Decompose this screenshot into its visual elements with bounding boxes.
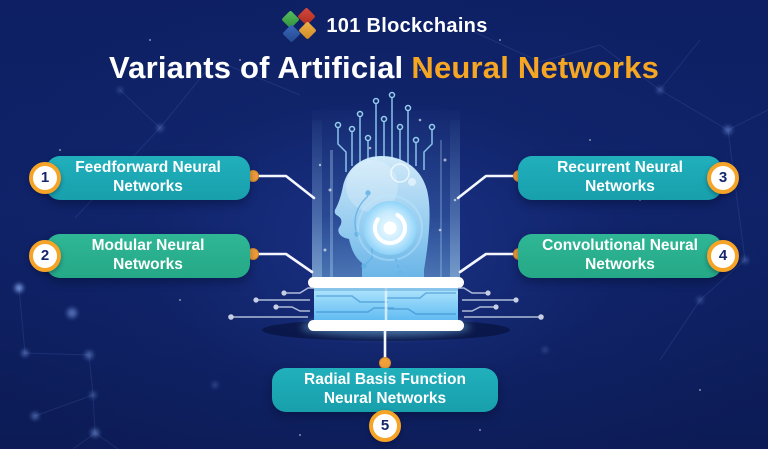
circuit-traces-right xyxy=(458,287,544,320)
circuit-traces-left xyxy=(228,287,314,320)
item-label: Feedforward Neural Networks xyxy=(75,159,221,195)
item-number-badge: 5 xyxy=(369,410,401,442)
cylinder-bottom-rim xyxy=(308,320,464,331)
blockchains-logo-icon xyxy=(280,7,318,44)
cylinder-top-rim xyxy=(308,277,464,288)
item-number-badge: 3 xyxy=(707,162,739,194)
item-number-badge: 1 xyxy=(29,162,61,194)
title-highlight: Neural Networks xyxy=(411,50,660,85)
logo-diamond-blue-icon xyxy=(282,24,302,43)
item-box-convolutional: Convolutional Neural Networks 4 xyxy=(518,234,739,278)
logo-diamond-yellow-icon xyxy=(298,21,318,40)
item-label: Convolutional Neural Networks xyxy=(542,237,698,273)
ear-core xyxy=(357,195,423,261)
ai-head-illustration xyxy=(334,91,436,292)
title-prefix: Variants of Artificial xyxy=(108,50,404,85)
item-box-feedforward: Feedforward Neural Networks 1 xyxy=(29,156,250,200)
item-box-radial-basis: Radial Basis Function Neural Networks 5 xyxy=(272,368,498,442)
constellation-background xyxy=(15,29,768,449)
connector-lines xyxy=(250,174,522,363)
item-label: Radial Basis Function Neural Networks xyxy=(304,371,466,407)
item-number-badge: 2 xyxy=(29,240,61,272)
cylinder-circuits xyxy=(316,292,456,315)
item-label: Modular Neural Networks xyxy=(91,237,205,273)
brand-name: 101 Blockchains xyxy=(326,15,488,37)
item-box-modular: Modular Neural Networks 2 xyxy=(29,234,250,278)
pedestal xyxy=(228,277,544,341)
circuit-lines-above-head xyxy=(334,91,436,172)
item-number-badge: 4 xyxy=(707,240,739,272)
head-circuit-doodles xyxy=(354,190,373,269)
item-box-recurrent: Recurrent Neural Networks 3 xyxy=(518,156,739,200)
brand-logo: 101 Blockchains xyxy=(0,7,768,44)
item-label: Recurrent Neural Networks xyxy=(557,159,683,195)
